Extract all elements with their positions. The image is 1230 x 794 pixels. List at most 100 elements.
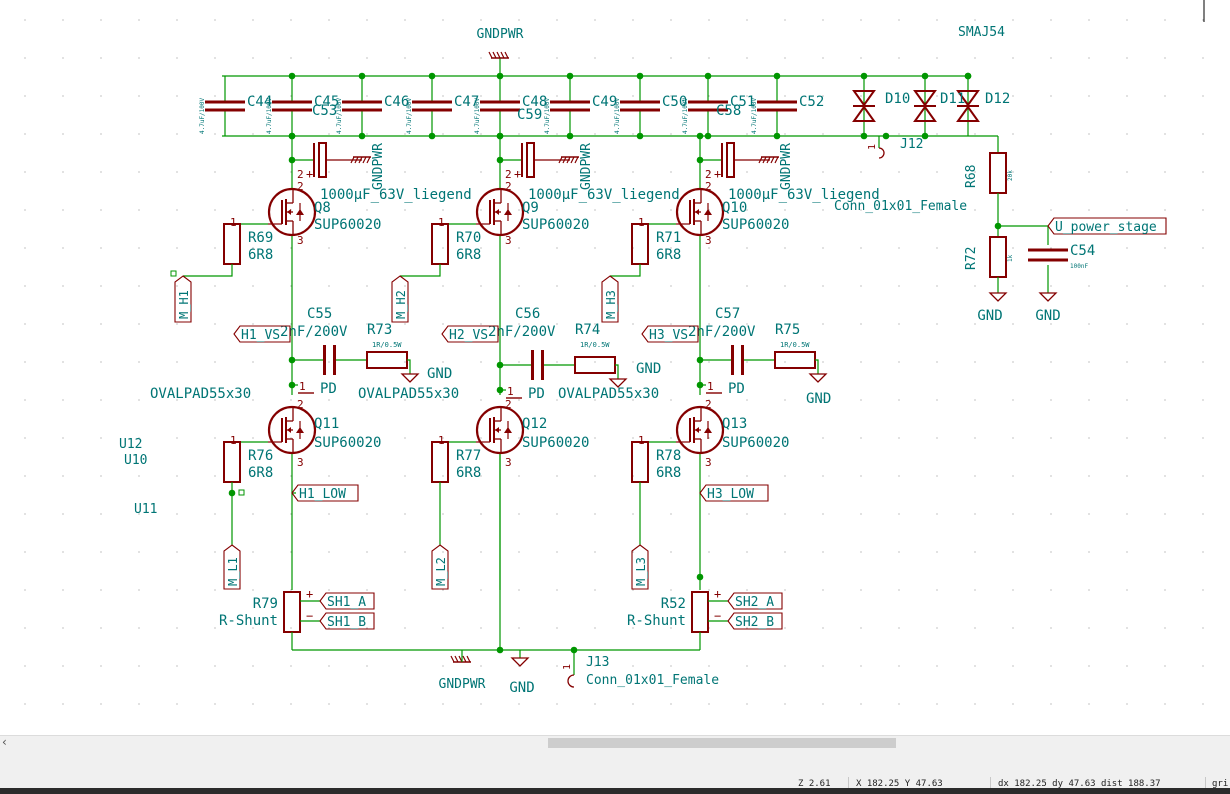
- junction-dot[interactable]: [696, 156, 704, 164]
- grid-dot[interactable]: [670, 323, 672, 325]
- grid-dot[interactable]: [442, 513, 444, 515]
- mosfet-value[interactable]: SUP60020: [522, 217, 589, 233]
- pin-number[interactable]: 2: [297, 180, 304, 193]
- junction-dot[interactable]: [964, 72, 972, 80]
- pin-number[interactable]: 2: [297, 398, 304, 411]
- grid-dot[interactable]: [100, 361, 102, 363]
- global-label-u-power-stage[interactable]: U_power_stage: [1055, 220, 1157, 235]
- grid-dot[interactable]: [670, 57, 672, 59]
- mosfet-body[interactable]: [475, 405, 525, 455]
- grid-dot[interactable]: [442, 551, 444, 553]
- pad-value[interactable]: OVALPAD55x30: [150, 386, 251, 402]
- grid-dot[interactable]: [1012, 19, 1014, 21]
- resistor-value[interactable]: 20k: [1007, 170, 1014, 181]
- grid-dot[interactable]: [24, 703, 26, 705]
- grid-dot[interactable]: [62, 171, 64, 173]
- grid-dot[interactable]: [822, 665, 824, 667]
- capacitor-value[interactable]: 4.7uF/100V: [544, 97, 551, 134]
- resistor-ref[interactable]: R75: [775, 322, 800, 338]
- grid-dot[interactable]: [708, 361, 710, 363]
- grid-dot[interactable]: [556, 399, 558, 401]
- grid-dot[interactable]: [784, 323, 786, 325]
- grid-dot[interactable]: [708, 475, 710, 477]
- grid-dot[interactable]: [138, 589, 140, 591]
- grid-dot[interactable]: [1202, 665, 1204, 667]
- grid-dot[interactable]: [860, 437, 862, 439]
- grid-dot[interactable]: [936, 171, 938, 173]
- grid-dot[interactable]: [290, 285, 292, 287]
- grid-dot[interactable]: [100, 209, 102, 211]
- grid-dot[interactable]: [708, 665, 710, 667]
- grid-dot[interactable]: [860, 323, 862, 325]
- grid-dot[interactable]: [252, 361, 254, 363]
- elcap-value[interactable]: 1000µF_63V_liegend: [320, 187, 472, 203]
- grid-dot[interactable]: [100, 703, 102, 705]
- grid-dot[interactable]: [24, 665, 26, 667]
- grid-dot[interactable]: [328, 57, 330, 59]
- grid-dot[interactable]: [594, 57, 596, 59]
- grid-dot[interactable]: [480, 247, 482, 249]
- grid-dot[interactable]: [1202, 133, 1204, 135]
- pin-number[interactable]: 1: [230, 216, 237, 229]
- grid-dot[interactable]: [784, 513, 786, 515]
- grid-dot[interactable]: [708, 285, 710, 287]
- grid-dot[interactable]: [290, 627, 292, 629]
- grid-dot[interactable]: [442, 133, 444, 135]
- grid-dot[interactable]: [366, 19, 368, 21]
- grid-dot[interactable]: [214, 475, 216, 477]
- grid-dot[interactable]: [176, 171, 178, 173]
- gndpwr-symbol[interactable]: [774, 156, 779, 164]
- grid-dot[interactable]: [594, 665, 596, 667]
- grid-dot[interactable]: [1164, 323, 1166, 325]
- grid-dot[interactable]: [442, 589, 444, 591]
- grid-dot[interactable]: [366, 589, 368, 591]
- global-label-h1-low-shape[interactable]: [291, 484, 359, 502]
- grid-dot[interactable]: [1050, 19, 1052, 21]
- global-label-m-h[interactable]: M_H3: [604, 290, 618, 319]
- grid-dot[interactable]: [708, 171, 710, 173]
- grid-dot[interactable]: [366, 133, 368, 135]
- grid-dot[interactable]: [328, 95, 330, 97]
- grid-dot[interactable]: [898, 627, 900, 629]
- gndpwr-symbol[interactable]: [354, 156, 359, 164]
- grid-dot[interactable]: [556, 627, 558, 629]
- grid-dot[interactable]: [24, 589, 26, 591]
- gndpwr-symbol[interactable]: [558, 156, 563, 164]
- grid-dot[interactable]: [1050, 399, 1052, 401]
- grid-dot[interactable]: [670, 19, 672, 21]
- grid-dot[interactable]: [1202, 57, 1204, 59]
- grid-dot[interactable]: [1164, 399, 1166, 401]
- mosfet-diode-arrow[interactable]: [704, 427, 712, 433]
- global-label-h3-low-shape[interactable]: [699, 484, 769, 502]
- grid-dot[interactable]: [1202, 285, 1204, 287]
- grid-dot[interactable]: [1050, 437, 1052, 439]
- grid-dot[interactable]: [746, 361, 748, 363]
- grid-dot[interactable]: [1088, 95, 1090, 97]
- grid-dot[interactable]: [1164, 95, 1166, 97]
- grid-dot[interactable]: [822, 209, 824, 211]
- capacitor-value[interactable]: 4.7uF/100V: [614, 97, 621, 134]
- grid-dot[interactable]: [366, 57, 368, 59]
- grid-dot[interactable]: [62, 95, 64, 97]
- grid-dot[interactable]: [366, 475, 368, 477]
- grid-dot[interactable]: [860, 171, 862, 173]
- grid-dot[interactable]: [1012, 551, 1014, 553]
- grid-dot[interactable]: [556, 57, 558, 59]
- grid-dot[interactable]: [746, 57, 748, 59]
- grid-dot[interactable]: [670, 513, 672, 515]
- grid-dot[interactable]: [822, 19, 824, 21]
- grid-dot[interactable]: [860, 551, 862, 553]
- connector-ref[interactable]: J13: [586, 655, 609, 670]
- resistor-value[interactable]: 1R/0.5W: [580, 341, 610, 349]
- gnd-label[interactable]: GND: [1035, 308, 1060, 324]
- grid-dot[interactable]: [1126, 437, 1128, 439]
- grid-dot[interactable]: [784, 627, 786, 629]
- resistor-value[interactable]: 6R8: [456, 465, 481, 481]
- grid-dot[interactable]: [784, 361, 786, 363]
- grid-dot[interactable]: [214, 57, 216, 59]
- grid-dot[interactable]: [936, 19, 938, 21]
- grid-dot[interactable]: [62, 627, 64, 629]
- gndpwr-symbol[interactable]: [454, 655, 459, 663]
- grid-dot[interactable]: [1012, 475, 1014, 477]
- grid-dot[interactable]: [62, 437, 64, 439]
